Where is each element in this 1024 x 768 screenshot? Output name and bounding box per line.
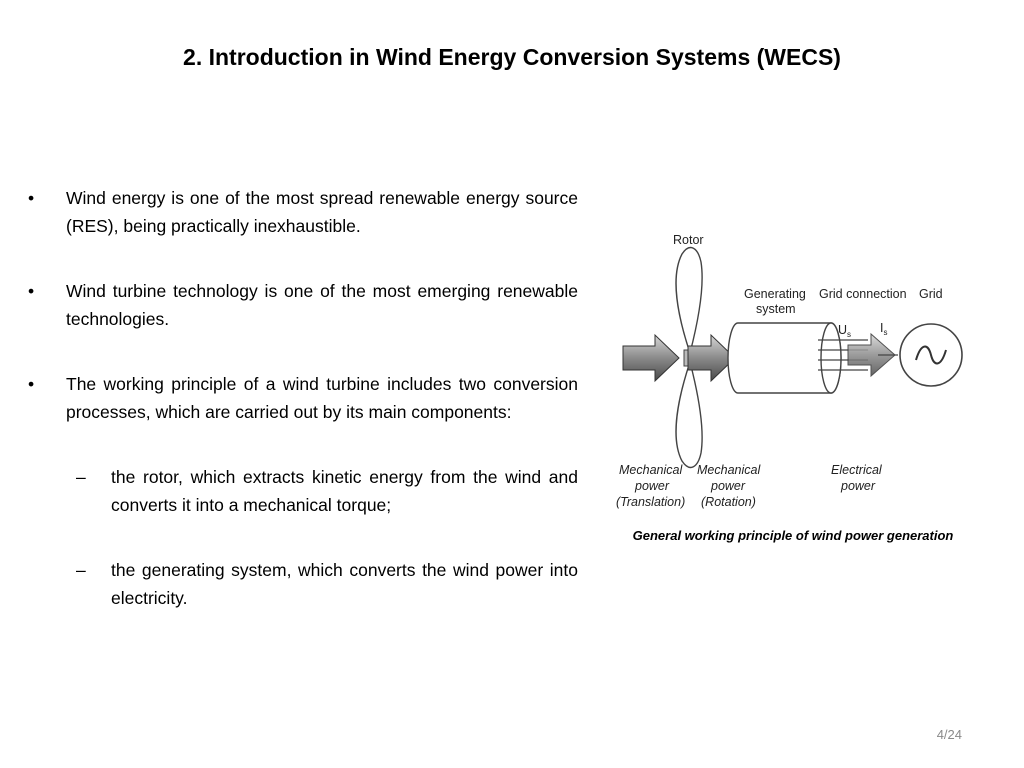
bullet-marker: •: [28, 374, 35, 394]
rotor-blade-upper: [675, 246, 703, 356]
sub-bullet-text: the generating system, which converts th…: [111, 560, 578, 608]
bullet-text: The working principle of a wind turbine …: [66, 374, 578, 422]
sub-bullet-text: the rotor, which extracts kinetic energy…: [111, 467, 578, 515]
sub-bullet-marker: –: [76, 560, 86, 580]
bullet-text: Wind energy is one of the most spread re…: [66, 188, 578, 236]
wecs-diagram: Rotor Generating system Grid connection …: [598, 222, 988, 514]
mechanical-translation-label-2: power: [634, 479, 670, 493]
electrical-power-label-2: power: [840, 479, 876, 493]
current-is-label: Is: [880, 321, 887, 337]
wecs-diagram-svg: Rotor Generating system Grid connection …: [616, 233, 963, 509]
mechanical-rotation-label: Mechanical: [697, 463, 761, 477]
grid-label: Grid: [919, 287, 943, 301]
bullet-marker: •: [28, 188, 35, 208]
electrical-power-label: Electrical: [831, 463, 883, 477]
mechanical-rotation-label-2: power: [710, 479, 746, 493]
bullet-item: • The working principle of a wind turbin…: [28, 370, 578, 426]
bullet-item: • Wind energy is one of the most spread …: [28, 184, 578, 240]
mechanical-translation-label: Mechanical: [619, 463, 683, 477]
sine-wave-icon: [915, 345, 947, 365]
sub-bullet-item: – the generating system, which converts …: [28, 556, 578, 612]
bullet-marker: •: [28, 281, 35, 301]
grid-connection-label: Grid connection: [819, 287, 907, 301]
bullet-item: • Wind turbine technology is one of the …: [28, 277, 578, 333]
slide-content: • Wind energy is one of the most spread …: [28, 184, 578, 649]
mechanical-rotation-arrow: [687, 333, 736, 383]
mechanical-rotation-label-3: (Rotation): [701, 495, 756, 509]
mechanical-translation-label-3: (Translation): [616, 495, 685, 509]
rotor-label: Rotor: [673, 233, 704, 247]
voltage-us-label: Us: [838, 323, 851, 339]
generating-system-label-2: system: [756, 302, 796, 316]
electrical-power-arrow: [847, 332, 896, 378]
figure-caption: General working principle of wind power …: [632, 528, 954, 543]
generating-system-label: Generating: [744, 287, 806, 301]
sub-bullet-item: – the rotor, which extracts kinetic ener…: [28, 463, 578, 519]
wind-arrow-translation: [622, 333, 680, 383]
page-number: 4/24: [936, 727, 962, 742]
rotor-blade-lower: [675, 359, 703, 469]
slide-title: 2. Introduction in Wind Energy Conversio…: [183, 44, 841, 70]
bullet-text: Wind turbine technology is one of the mo…: [66, 281, 578, 329]
sub-bullet-marker: –: [76, 467, 86, 487]
